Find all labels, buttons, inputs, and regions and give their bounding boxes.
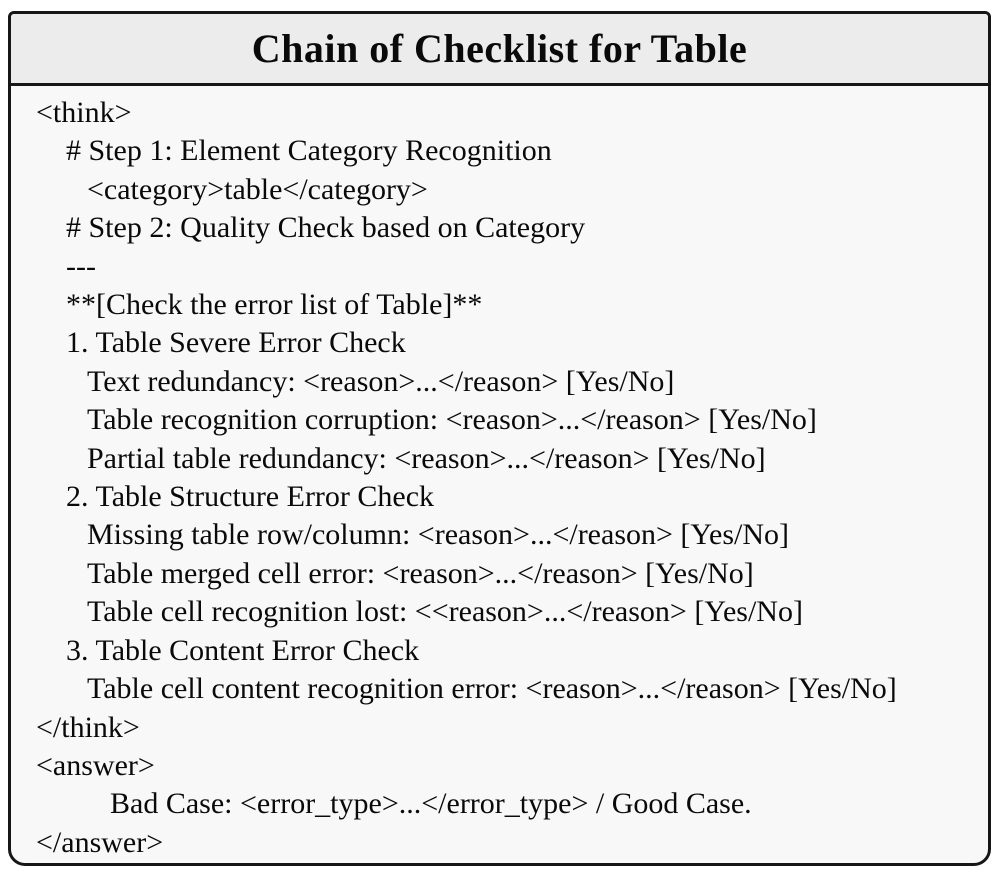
checklist-body: <think> # Step 1: Element Category Recogn…: [11, 86, 988, 862]
checklist-line: Table cell recognition lost: <<reason>..…: [87, 595, 803, 629]
figure-title: Chain of Checklist for Table: [251, 26, 748, 71]
checklist-line: 2. Table Structure Error Check: [66, 480, 435, 514]
figure-title-band: Chain of Checklist for Table: [11, 14, 988, 86]
checklist-line: </answer>: [36, 825, 164, 859]
checklist-figure-box: Chain of Checklist for Table <think> # St…: [8, 11, 991, 866]
checklist-line: Table recognition corruption: <reason>..…: [87, 403, 817, 437]
checklist-line: <category>table</category>: [87, 172, 428, 206]
checklist-line: </think>: [36, 710, 140, 744]
checklist-line: Bad Case: <error_type>...</error_type> /…: [110, 787, 752, 821]
checklist-line: Partial table redundancy: <reason>...</r…: [87, 441, 766, 475]
checklist-line: Missing table row/column: <reason>...</r…: [87, 518, 790, 552]
checklist-line: # Step 2: Quality Check based on Categor…: [66, 211, 586, 245]
checklist-line: <think>: [36, 96, 132, 129]
checklist-line: Text redundancy: <reason>...</reason> [Y…: [87, 364, 675, 398]
checklist-line: # Step 1: Element Category Recognition: [66, 134, 552, 168]
checklist-line: 1. Table Severe Error Check: [66, 326, 406, 360]
checklist-line: <answer>: [36, 748, 155, 782]
checklist-line: ---: [66, 249, 96, 283]
checklist-line: 3. Table Content Error Check: [66, 633, 420, 667]
checklist-line: **[Check the error list of Table]**: [66, 288, 483, 322]
checklist-line: Table merged cell error: <reason>...</re…: [87, 556, 754, 590]
checklist-line: Table cell content recognition error: <r…: [87, 672, 897, 706]
